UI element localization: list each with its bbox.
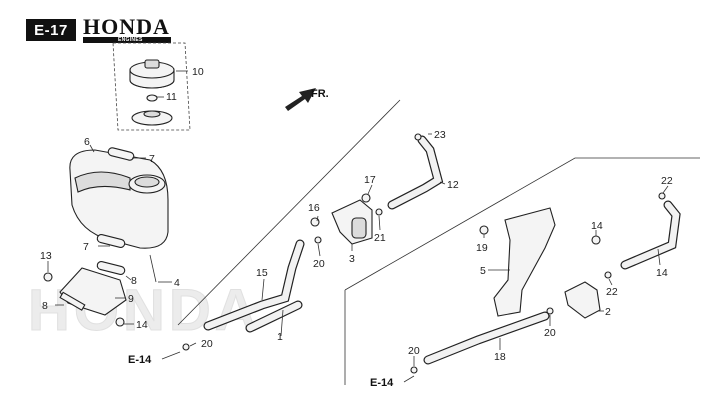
callout-7-top: 7 bbox=[149, 153, 155, 165]
brand-bar bbox=[83, 37, 171, 43]
ref-e14-left: E-14 bbox=[128, 354, 152, 366]
callout-20-b: 20 bbox=[313, 258, 325, 270]
bolt-14-right bbox=[591, 235, 601, 245]
callout-9: 9 bbox=[128, 293, 134, 305]
bracket-group bbox=[182, 133, 666, 374]
bolt-16 bbox=[361, 193, 371, 203]
hose-18 bbox=[424, 312, 549, 364]
clip-20-a bbox=[314, 236, 322, 244]
ref-e14-right: E-14 bbox=[370, 377, 394, 389]
callout-10: 10 bbox=[192, 66, 204, 78]
callout-14-right: 14 bbox=[591, 220, 603, 232]
hoses bbox=[203, 135, 681, 365]
callout-20-c: 20 bbox=[544, 327, 556, 339]
tank-cushion-top bbox=[107, 147, 135, 161]
tank-cushion-low bbox=[96, 261, 126, 275]
callout-labels: 10 11 6 7 7 8 8 9 4 13 14 15 1 20 16 17 … bbox=[40, 66, 673, 363]
hose-19 bbox=[621, 201, 680, 269]
clip-20-d bbox=[182, 343, 190, 351]
callout-17: 19 bbox=[476, 242, 488, 254]
callout-20-d: 20 bbox=[408, 345, 420, 357]
callout-3: 3 bbox=[349, 253, 355, 265]
callout-20-a: 20 bbox=[201, 338, 213, 350]
section-divider-left bbox=[177, 99, 401, 326]
clip-22-b bbox=[658, 192, 666, 200]
front-label: FR. bbox=[311, 88, 329, 100]
callout-4: 4 bbox=[174, 277, 180, 289]
callout-22-a: 22 bbox=[606, 286, 618, 298]
hose-1 bbox=[246, 301, 302, 332]
callout-5: 5 bbox=[480, 265, 486, 277]
brand-logo: HONDA bbox=[83, 14, 170, 39]
watermark: HONDA bbox=[28, 278, 261, 343]
callout-21: 21 bbox=[374, 232, 386, 244]
callout-13: 15 bbox=[256, 267, 268, 279]
bolt-17 bbox=[479, 225, 489, 235]
callout-18: 18 bbox=[494, 351, 506, 363]
hose-13 bbox=[204, 240, 304, 330]
brand-sub: ENGINES bbox=[118, 36, 143, 43]
clip-20-b bbox=[546, 307, 554, 315]
callout-22-b: 22 bbox=[661, 175, 673, 187]
bolt-15 bbox=[310, 217, 320, 227]
callout-8-left: 8 bbox=[42, 300, 48, 312]
section-divider-right bbox=[344, 157, 700, 385]
tank-cushion-mid bbox=[96, 234, 126, 248]
fuel-tank-group bbox=[43, 147, 169, 327]
callout-7-mid: 7 bbox=[83, 241, 89, 253]
bolt-14-bottom bbox=[115, 317, 125, 327]
callout-1: 1 bbox=[277, 331, 283, 343]
bolt-14-left bbox=[43, 272, 53, 282]
callout-16: 17 bbox=[364, 174, 376, 186]
callout-2: 2 bbox=[605, 306, 611, 318]
section-badge: E-17 bbox=[26, 19, 76, 41]
callout-8-right: 8 bbox=[131, 275, 137, 287]
callout-11: 11 bbox=[166, 91, 177, 103]
clip-20-c bbox=[410, 366, 418, 374]
filler-cap-group bbox=[112, 42, 191, 131]
callout-23: 23 bbox=[434, 129, 446, 141]
hose-12 bbox=[388, 136, 442, 209]
callout-12: 12 bbox=[447, 179, 459, 191]
cap-gasket bbox=[146, 94, 158, 102]
fuel-valve-group bbox=[310, 193, 383, 245]
clip-22-a bbox=[604, 271, 612, 279]
callout-14-bottom: 14 bbox=[136, 319, 148, 331]
clip-23 bbox=[414, 133, 422, 141]
callout-19: 14 bbox=[656, 267, 668, 279]
clip-21 bbox=[375, 208, 383, 216]
leader-lines bbox=[47, 70, 669, 366]
callout-15: 16 bbox=[308, 202, 320, 214]
front-arrow-icon bbox=[285, 88, 316, 111]
callout-14-left: 13 bbox=[40, 250, 52, 262]
fuel-valve-2 bbox=[564, 281, 601, 319]
bracket-5 bbox=[493, 207, 556, 317]
callout-6: 6 bbox=[84, 136, 90, 148]
